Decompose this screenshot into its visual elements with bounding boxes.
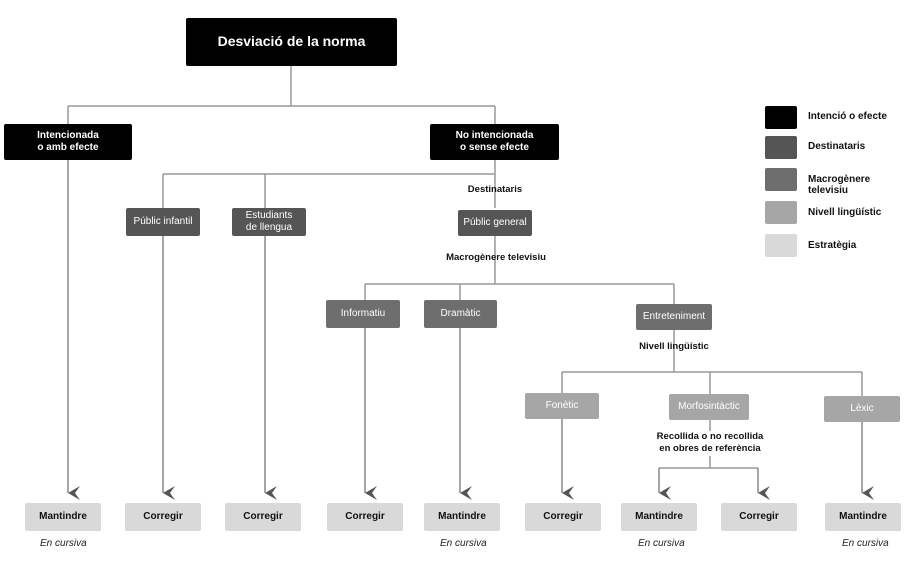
label-collected: Recollida o no recollida en obres de ref… — [640, 431, 780, 455]
legend-swatch-strategy — [765, 234, 797, 257]
node-morphosyntactic: Morfosintàctic — [669, 394, 749, 420]
node-children: Públic infantil — [126, 208, 200, 236]
outcome-correct: Corregir — [327, 503, 403, 531]
label-macrogenre: Macrogènere televisiu — [446, 252, 546, 263]
outcome-keep: Mantindre — [621, 503, 697, 531]
node-unintentional: No intencionada o sense efecte — [430, 124, 559, 160]
outcome-correct: Corregir — [225, 503, 301, 531]
node-lexical-label: Lèxic — [850, 402, 874, 414]
outcome-label: Mantindre — [39, 510, 87, 522]
outcome-label: Corregir — [739, 510, 779, 522]
node-unintentional-label: No intencionada o sense efecte — [455, 129, 534, 154]
node-students: Estudiants de llengua — [232, 208, 306, 236]
root-label: Desviació de la norma — [217, 33, 366, 50]
outcome-correct: Corregir — [525, 503, 601, 531]
legend-swatch-intent — [765, 106, 797, 129]
node-entertainment: Entreteniment — [636, 304, 712, 330]
outcome-label: Corregir — [345, 510, 385, 522]
outcome-label: Mantindre — [635, 510, 683, 522]
node-informative: Informatiu — [326, 300, 400, 328]
outcome-keep: Mantindre — [825, 503, 901, 531]
legend-label-macrogenre: Macrogènere televisiu — [808, 174, 871, 196]
node-lexical: Lèxic — [824, 396, 900, 422]
outcome-label: Mantindre — [839, 510, 887, 522]
note-italic: En cursiva — [638, 538, 685, 549]
node-morphosyntactic-label: Morfosintàctic — [678, 400, 740, 412]
node-students-label: Estudiants de llengua — [245, 209, 293, 234]
legend-label-recipients: Destinataris — [808, 141, 866, 152]
note-italic: En cursiva — [440, 538, 487, 549]
node-general-label: Públic general — [463, 216, 527, 228]
root-node: Desviació de la norma — [186, 18, 397, 66]
outcome-keep: Mantindre — [25, 503, 101, 531]
node-dramatic-label: Dramàtic — [440, 307, 481, 319]
outcome-correct: Corregir — [125, 503, 201, 531]
legend-swatch-macrogenre — [765, 168, 797, 191]
legend-label-level: Nivell lingüístic — [808, 207, 882, 218]
node-dramatic: Dramàtic — [424, 300, 497, 328]
outcome-keep: Mantindre — [424, 503, 500, 531]
label-recipients: Destinataris — [467, 184, 523, 195]
node-phonetic: Fonètic — [525, 393, 599, 419]
node-phonetic-label: Fonètic — [545, 399, 579, 411]
legend-swatch-level — [765, 201, 797, 224]
outcome-label: Mantindre — [438, 510, 486, 522]
node-entertainment-label: Entreteniment — [642, 310, 706, 322]
node-intentional-label: Intencionada o amb efecte — [37, 129, 99, 154]
outcome-label: Corregir — [243, 510, 283, 522]
node-informative-label: Informatiu — [340, 307, 386, 319]
label-level: Nivell lingüístic — [639, 341, 709, 352]
legend-swatch-recipients — [765, 136, 797, 159]
note-italic: En cursiva — [842, 538, 889, 549]
outcome-label: Corregir — [143, 510, 183, 522]
legend-label-intent: Intenció o efecte — [808, 111, 887, 122]
outcome-correct: Corregir — [721, 503, 797, 531]
outcome-label: Corregir — [543, 510, 583, 522]
note-italic: En cursiva — [40, 538, 87, 549]
node-general: Públic general — [458, 210, 532, 236]
node-intentional: Intencionada o amb efecte — [4, 124, 132, 160]
node-children-label: Públic infantil — [133, 215, 193, 227]
legend-label-strategy: Estratègia — [808, 240, 857, 251]
